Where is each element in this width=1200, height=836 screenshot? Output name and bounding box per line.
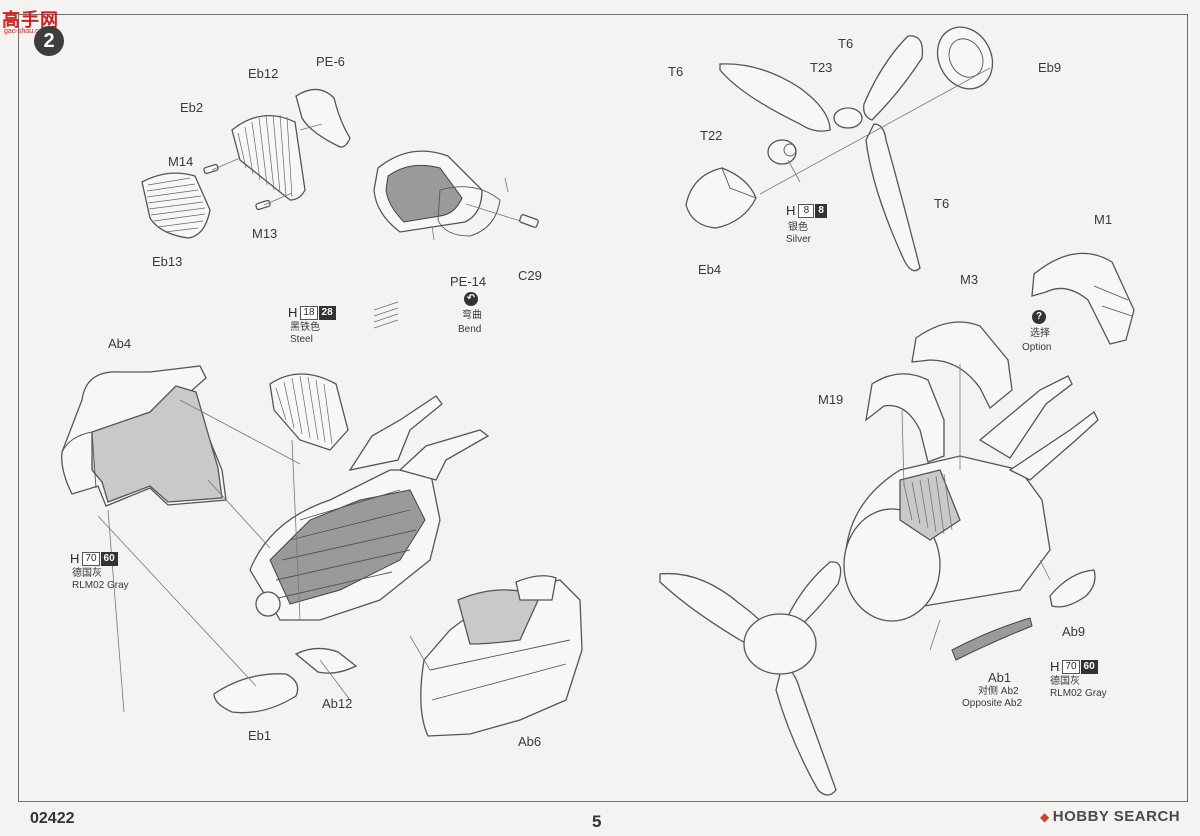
label-m3: M3 [960,272,979,287]
cowling-ab4 [61,365,227,507]
label-m14: M14 [168,154,194,169]
ab12-part [294,647,358,674]
propeller-blade-t6-upper-right [863,35,924,121]
backplate-eb9 [936,26,994,90]
page-frame [18,14,1188,802]
eb1-part [213,673,299,714]
watermark-text: HOBBY SEARCH [1052,808,1181,825]
propeller-assembled [659,561,842,796]
label-m1: M1 [1094,212,1113,227]
label-bend-en: Bend [458,324,482,335]
label-opposite-cn: 对侧 Ab2 [978,686,1019,697]
site-logo: 高手网 [2,10,59,30]
ab1-exhaust-part [951,617,1033,661]
pe6-part [295,88,351,148]
paint-steel-en: Steel [290,334,313,345]
site-logo-url: gao-shou.com [4,28,49,35]
label-t22: T22 [700,128,723,143]
label-ab9: Ab9 [1062,624,1086,639]
label-m13: M13 [252,226,278,241]
label-t6-top: T6 [838,36,854,51]
option-question-icon: ? [1032,310,1046,324]
radiator-steel-part [269,373,349,451]
label-eb4: Eb4 [698,262,722,277]
label-ab6: Ab6 [518,734,542,749]
label-bend-cn: 弯曲 [462,310,482,321]
m13-pin [255,199,271,211]
label-c29: C29 [518,268,542,283]
label-t6-left: T6 [668,64,684,79]
eb2-eb12-part [231,114,306,201]
label-ab1: Ab1 [988,670,1012,685]
label-eb9: Eb9 [1038,60,1062,75]
cowling-ab6 [420,575,583,737]
label-eb12: Eb12 [248,66,279,81]
arrow-hatch [373,301,399,329]
paint-gray-left-en: RLM02 Gray [72,580,129,591]
assembled-radiator [373,150,539,241]
paint-steel-cn: 黑铁色 [290,322,320,333]
label-eb2: Eb2 [180,100,204,115]
label-m19: M19 [818,392,844,407]
spinner-eb4 [685,167,757,229]
label-pe6: PE-6 [316,54,345,69]
label-opposite-en: Opposite Ab2 [962,698,1023,709]
product-code: 02422 [30,810,75,827]
paint-gray-right-en: RLM02 Gray [1050,688,1107,699]
cowling-m3 [911,321,1013,410]
m14-pin [203,163,219,175]
step-number-badge: 2 [34,26,64,56]
label-pe14: PE-14 [450,274,487,289]
paint-gray-left-cn: 德国灰 [72,568,102,579]
bend-arrow-icon: ↶ [464,292,478,306]
hobby-search-logo-icon: ◆ [1040,810,1050,824]
label-t6-right: T6 [934,196,950,211]
cowling-m1 [1031,252,1135,345]
ab9-part [1049,569,1096,608]
label-t23: T23 [810,60,833,75]
paint-silver-en: Silver [786,234,812,245]
hub-t22 [767,139,797,165]
label-option-en: Option [1022,342,1052,353]
eb13-part [141,172,211,239]
assembled-nose [843,375,1099,622]
label-ab12: Ab12 [322,696,353,711]
label-option-cn: 选择 [1030,328,1050,339]
label-eb1: Eb1 [248,728,272,743]
propeller-blade-t6-lower [865,123,921,272]
page-number: 5 [592,812,602,831]
label-eb13: Eb13 [152,254,183,269]
paint-silver-cn: 银色 [788,222,808,233]
engine-block [249,395,490,621]
propeller-blade-t6-upper-left [719,63,831,132]
paint-gray-right-cn: 德国灰 [1050,676,1080,687]
label-ab4: Ab4 [108,336,132,351]
cowling-m19 [865,373,945,463]
hobby-search-watermark: ◆HOBBY SEARCH [1040,808,1180,825]
hub-t23 [833,107,863,129]
